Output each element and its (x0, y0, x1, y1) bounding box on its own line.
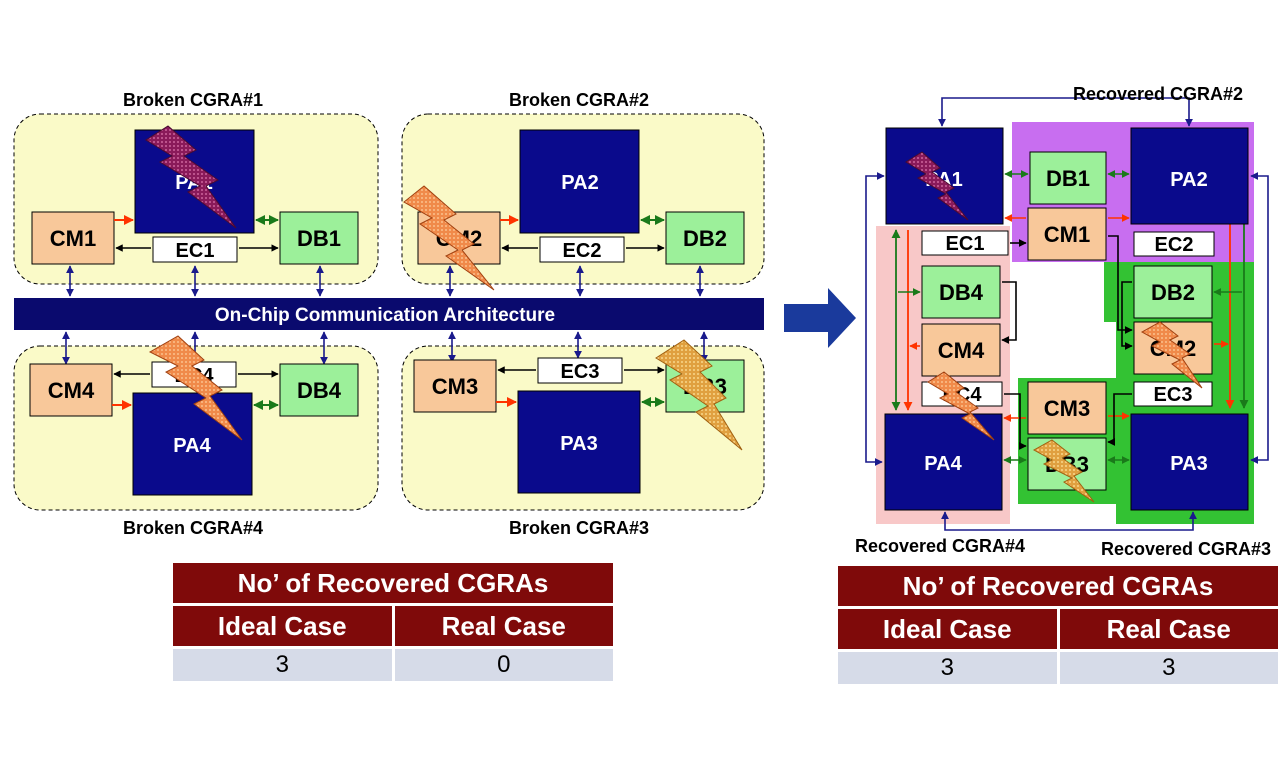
recovered-ec2-label: EC2 (1155, 234, 1194, 256)
cgra4-pa-label: PA4 (173, 435, 211, 457)
left-recovery-table: No’ of Recovered CGRAs Ideal Case Real C… (170, 560, 616, 684)
recovered-ec2 (1133, 231, 1215, 257)
right-table-real-value: 3 (1059, 652, 1278, 684)
recovered-cm4-label: CM4 (938, 338, 985, 363)
recovered-pa3 (1130, 413, 1249, 511)
left-table-ideal-value: 3 (173, 649, 392, 681)
ec-link (1121, 281, 1133, 350)
ec-link (1108, 235, 1133, 334)
ec-link (1004, 393, 1027, 450)
recovered-ec3-label: EC3 (1154, 384, 1193, 406)
cgra1-ec-label: EC1 (176, 240, 215, 262)
cgra3-ec (537, 357, 623, 384)
on-chip-bus-label: On-Chip Communication Architecture (215, 305, 555, 326)
cgra1-ec (152, 236, 238, 263)
recovered-pa2 (1130, 127, 1249, 225)
recovered-cgra3-title: Recovered CGRA#3 (1101, 539, 1271, 559)
fault-lightning-icon (403, 185, 495, 291)
on-chip-bus (14, 298, 764, 330)
transition-arrow-icon (784, 288, 856, 348)
cgra2-pa (519, 129, 640, 234)
cgra4-cm-label: CM4 (48, 378, 95, 403)
recovered-cgra4-link (865, 172, 885, 466)
fault-lightning-icon (655, 339, 743, 451)
right-recovery-table: No’ of Recovered CGRAs Ideal Case Real C… (835, 563, 1281, 687)
cgra4-title: Broken CGRA#4 (123, 518, 263, 538)
fault-lightning-icon (145, 125, 237, 229)
recovered-cgra2-title: Recovered CGRA#2 (1073, 84, 1243, 104)
cgra2-db (665, 211, 745, 265)
cgra3-cm (413, 359, 497, 413)
cgra3-pa (517, 390, 641, 494)
cgra4-cm (29, 363, 113, 417)
fault-lightning-icon (1140, 321, 1203, 389)
recovered-db4 (921, 265, 1001, 319)
recovered-pa4 (884, 413, 1003, 511)
right-table-title: No’ of Recovered CGRAs (838, 566, 1278, 606)
recovered-pa1 (885, 127, 1004, 225)
recovered-pa2-label: PA2 (1170, 169, 1207, 191)
recovered-pa4-label: PA4 (924, 453, 962, 475)
cgra1-db-label: DB1 (297, 226, 341, 251)
left-table-title: No’ of Recovered CGRAs (173, 563, 613, 603)
recovered-cgra2-link (938, 97, 1193, 127)
cgra2-pa-label: PA2 (561, 172, 598, 194)
cgra2-title: Broken CGRA#2 (509, 90, 649, 110)
recovered-cm1 (1027, 207, 1107, 261)
cgra2-ec-label: EC2 (563, 240, 602, 262)
recovered-db2-label: DB2 (1151, 280, 1195, 305)
ec-link (1107, 393, 1132, 446)
cgra2-ec (539, 236, 625, 263)
ec-link (1001, 281, 1017, 344)
recovered-cgra3-link (1250, 172, 1269, 464)
recovered-cm4 (921, 323, 1001, 377)
right-table-ideal-value: 3 (838, 652, 1057, 684)
cgra2-db-label: DB2 (683, 226, 727, 251)
cgra3-title: Broken CGRA#3 (509, 518, 649, 538)
fault-lightning-icon (927, 371, 995, 441)
recovered-cgra4-title: Recovered CGRA#4 (855, 536, 1025, 556)
cgra4-pa (132, 392, 253, 496)
recovered-db1 (1029, 151, 1107, 205)
cgra1-db (279, 211, 359, 265)
right-table-real-header: Real Case (1059, 609, 1278, 649)
fault-lightning-icon (148, 335, 243, 441)
left-table-real-value: 0 (394, 649, 613, 681)
fault-lightning-icon (1032, 439, 1095, 503)
recovered-db4-label: DB4 (939, 280, 984, 305)
cgra3-pa-label: PA3 (560, 433, 597, 455)
recovered-db2 (1133, 265, 1213, 319)
recovered-cgra-link (941, 511, 1197, 531)
cgra4-db-label: DB4 (297, 378, 342, 403)
cgra4-db (279, 363, 359, 417)
cgra1-title: Broken CGRA#1 (123, 90, 263, 110)
fault-lightning-icon (905, 151, 969, 221)
recovered-cm3 (1027, 381, 1107, 435)
cgra3-ec-label: EC3 (561, 361, 600, 383)
left-table-ideal-header: Ideal Case (173, 606, 392, 646)
left-table-real-header: Real Case (394, 606, 613, 646)
recovered-pa3-label: PA3 (1170, 453, 1207, 475)
recovered-ec1 (921, 230, 1009, 256)
recovered-cm3-label: CM3 (1044, 396, 1090, 421)
cgra1-cm-label: CM1 (50, 226, 96, 251)
right-table-ideal-header: Ideal Case (838, 609, 1057, 649)
recovered-db1-label: DB1 (1046, 166, 1090, 191)
cgra1-cm (31, 211, 115, 265)
recovered-ec1-label: EC1 (946, 233, 985, 255)
recovered-cm1-label: CM1 (1044, 222, 1090, 247)
cgra3-cm-label: CM3 (432, 374, 478, 399)
